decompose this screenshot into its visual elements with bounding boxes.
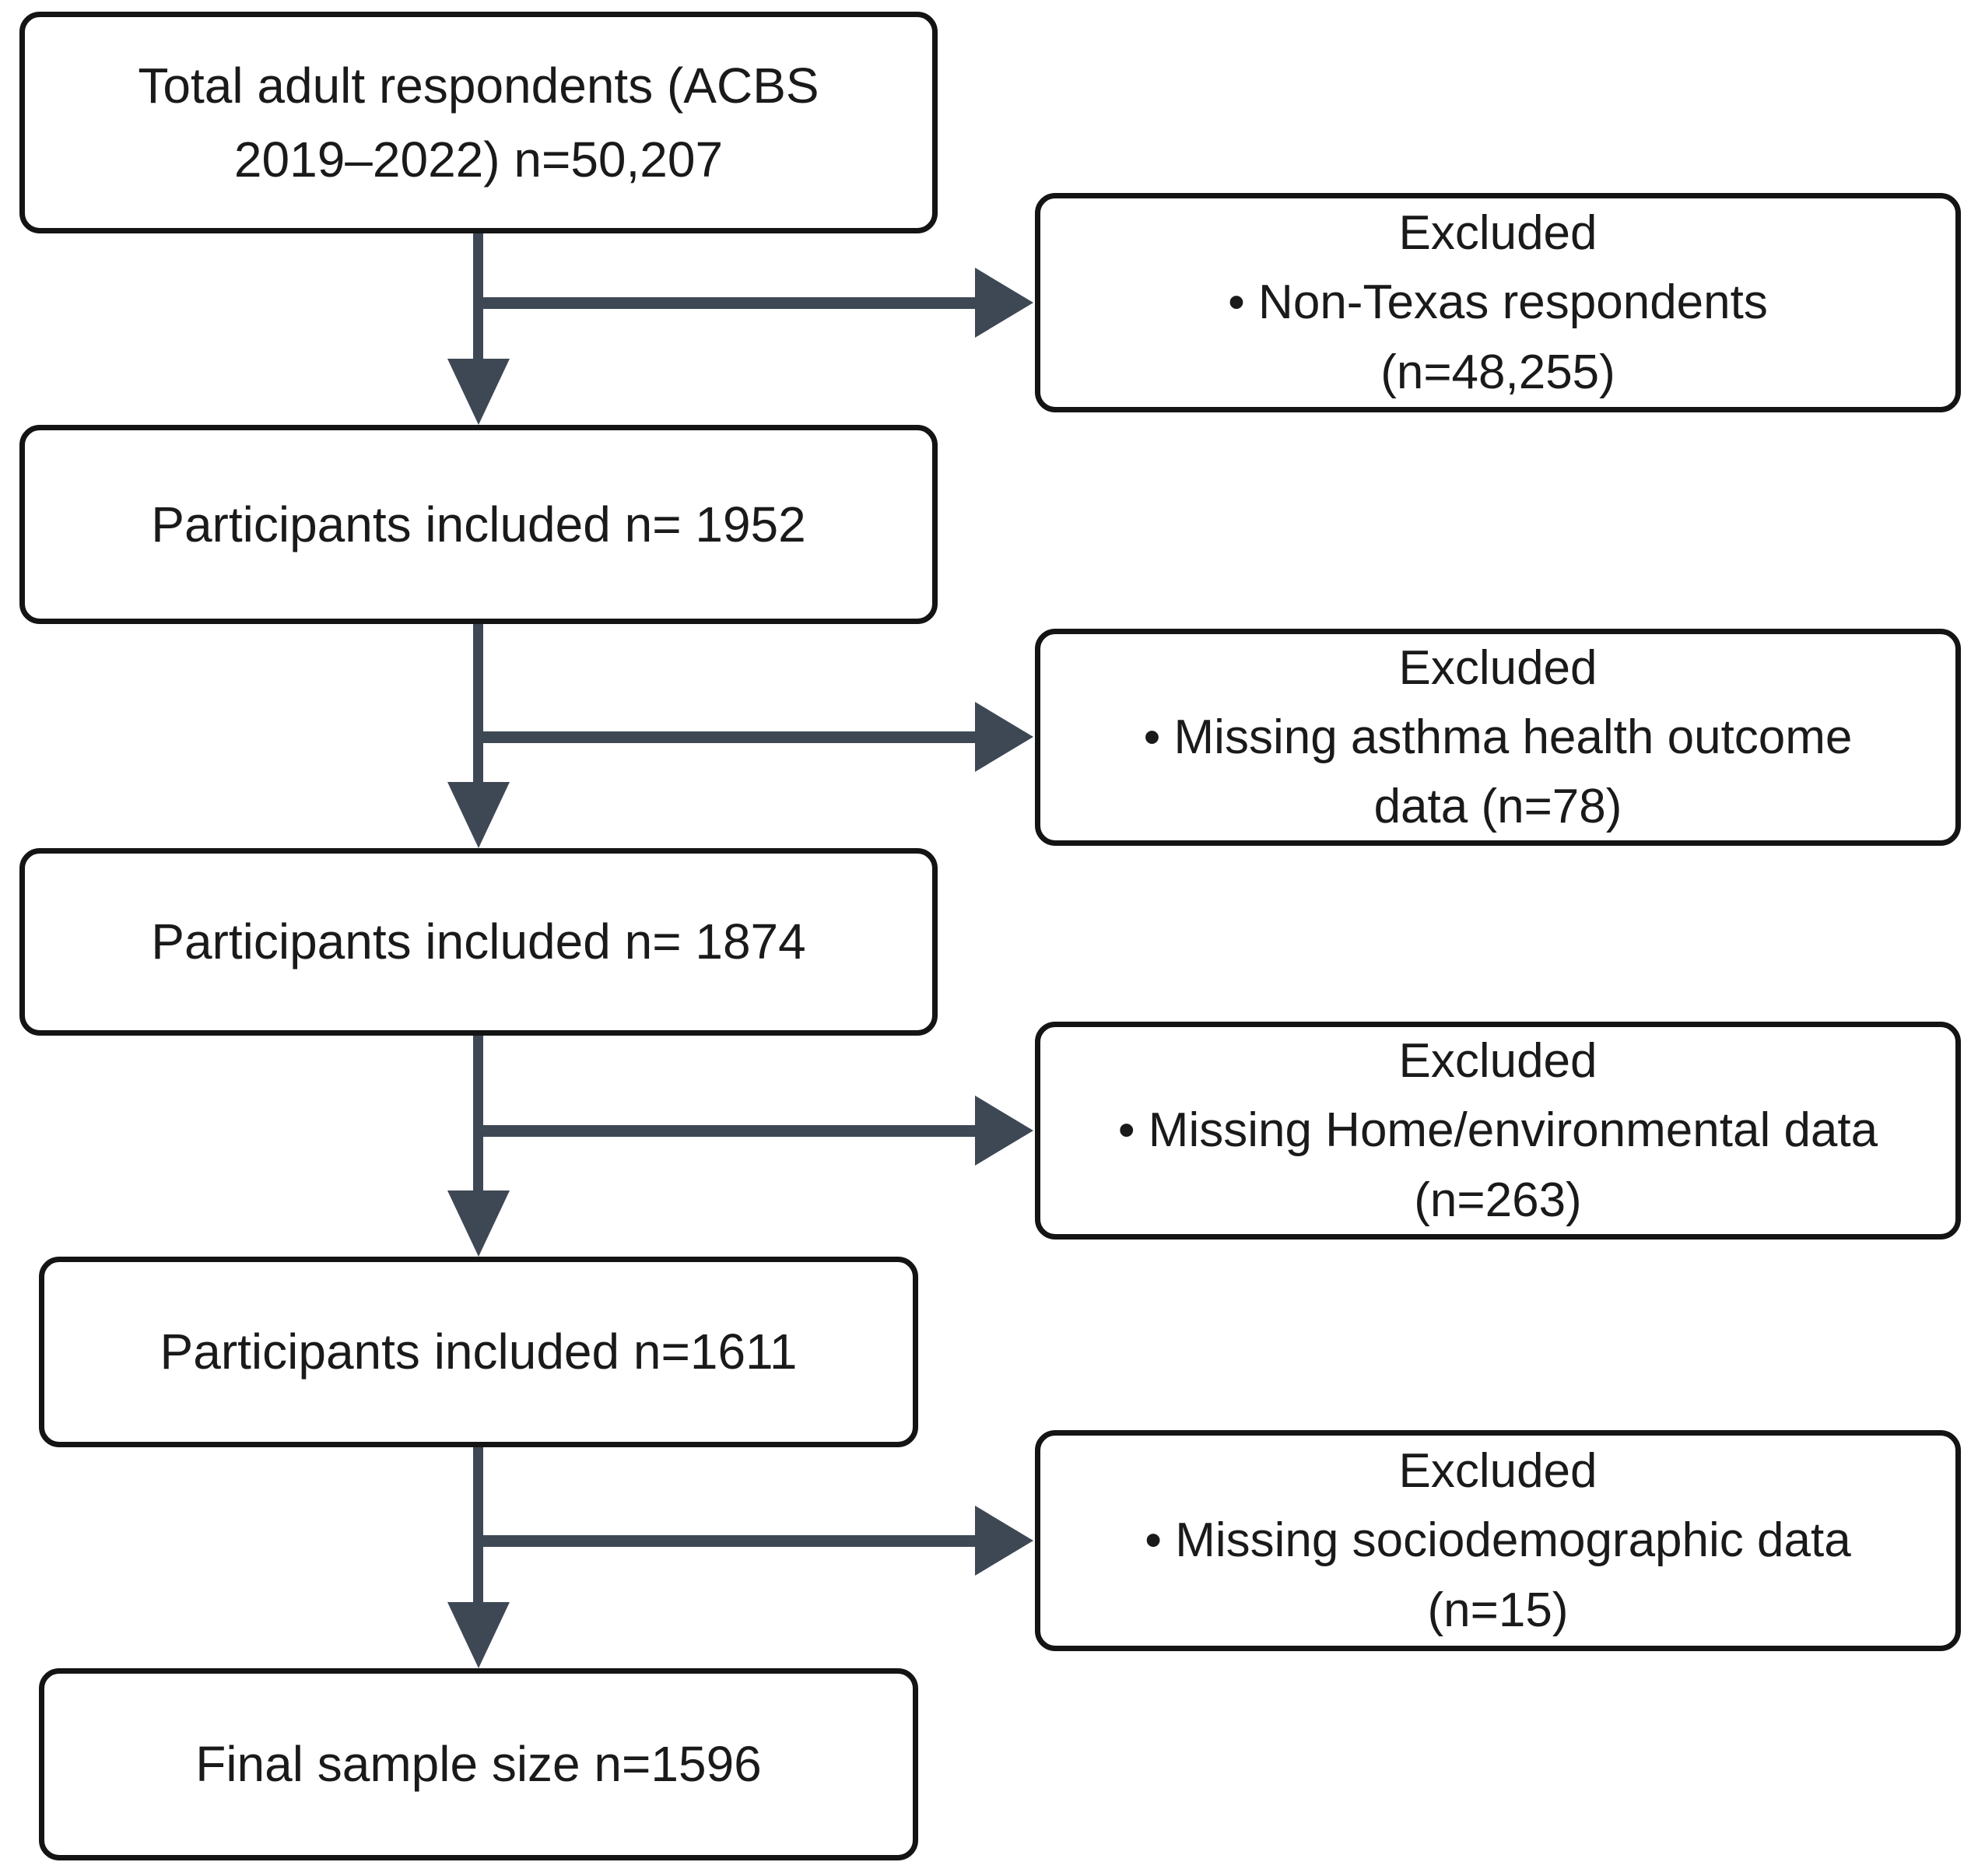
flow-box-text: Total adult respondents (ACBS xyxy=(138,57,819,114)
arrow-line-branch-missing-asthma xyxy=(473,731,979,743)
flow-box-text: Participants included n= 1952 xyxy=(151,496,806,552)
flow-box-total-respondents: Total adult respondents (ACBS 2019–2022)… xyxy=(19,12,938,233)
arrow-line-1611-to-final xyxy=(473,1447,483,1606)
excluded-title: Excluded xyxy=(1398,640,1597,695)
excluded-box-missing-sociodemographic: Excluded • Missing sociodemographic data… xyxy=(1035,1430,1961,1651)
flow-box-text: 2019–2022) n=50,207 xyxy=(233,131,724,188)
flow-box-included-1611: Participants included n=1611 xyxy=(39,1257,918,1447)
excluded-title: Excluded xyxy=(1398,1034,1597,1089)
flow-box-final-sample: Final sample size n=1596 xyxy=(39,1668,918,1860)
flow-box-text: Participants included n= 1874 xyxy=(151,913,806,970)
excluded-bullet-text: • Non-Texas respondents xyxy=(1228,275,1768,330)
arrow-down-icon xyxy=(447,1602,510,1668)
excluded-box-non-texas: Excluded • Non-Texas respondents (n=48,2… xyxy=(1035,193,1961,412)
arrow-down-icon xyxy=(447,1190,510,1257)
excluded-title: Excluded xyxy=(1398,206,1597,261)
excluded-count: (n=48,255) xyxy=(1380,345,1615,399)
arrow-down-icon xyxy=(447,359,510,425)
flow-box-text: Participants included n=1611 xyxy=(160,1324,798,1380)
arrow-line-branch-non-texas xyxy=(473,297,979,309)
flow-box-included-1952: Participants included n= 1952 xyxy=(19,425,938,624)
excluded-count: data (n=78) xyxy=(1373,780,1622,834)
excluded-count: (n=263) xyxy=(1414,1173,1582,1227)
excluded-box-missing-asthma-outcome: Excluded • Missing asthma health outcome… xyxy=(1035,629,1961,846)
arrow-right-icon xyxy=(975,268,1033,338)
arrow-right-icon xyxy=(975,1506,1033,1576)
arrow-line-1952-to-1874 xyxy=(473,624,483,786)
arrow-right-icon xyxy=(975,702,1033,772)
excluded-count: (n=15) xyxy=(1427,1583,1569,1637)
flow-box-included-1874: Participants included n= 1874 xyxy=(19,848,938,1036)
excluded-bullet-text: • Missing asthma health outcome xyxy=(1143,710,1853,764)
excluded-box-missing-home-environmental: Excluded • Missing Home/environmental da… xyxy=(1035,1022,1961,1240)
excluded-bullet-text: • Missing Home/environmental data xyxy=(1117,1103,1878,1158)
arrow-right-icon xyxy=(975,1096,1033,1166)
arrow-line-branch-missing-sociodemo xyxy=(473,1535,979,1547)
arrow-line-1874-to-1611 xyxy=(473,1036,483,1194)
arrow-down-icon xyxy=(447,782,510,848)
arrow-line-branch-missing-home xyxy=(473,1125,979,1137)
excluded-title: Excluded xyxy=(1398,1444,1597,1499)
excluded-bullet-text: • Missing sociodemographic data xyxy=(1145,1513,1851,1568)
flow-box-text: Final sample size n=1596 xyxy=(195,1736,762,1793)
